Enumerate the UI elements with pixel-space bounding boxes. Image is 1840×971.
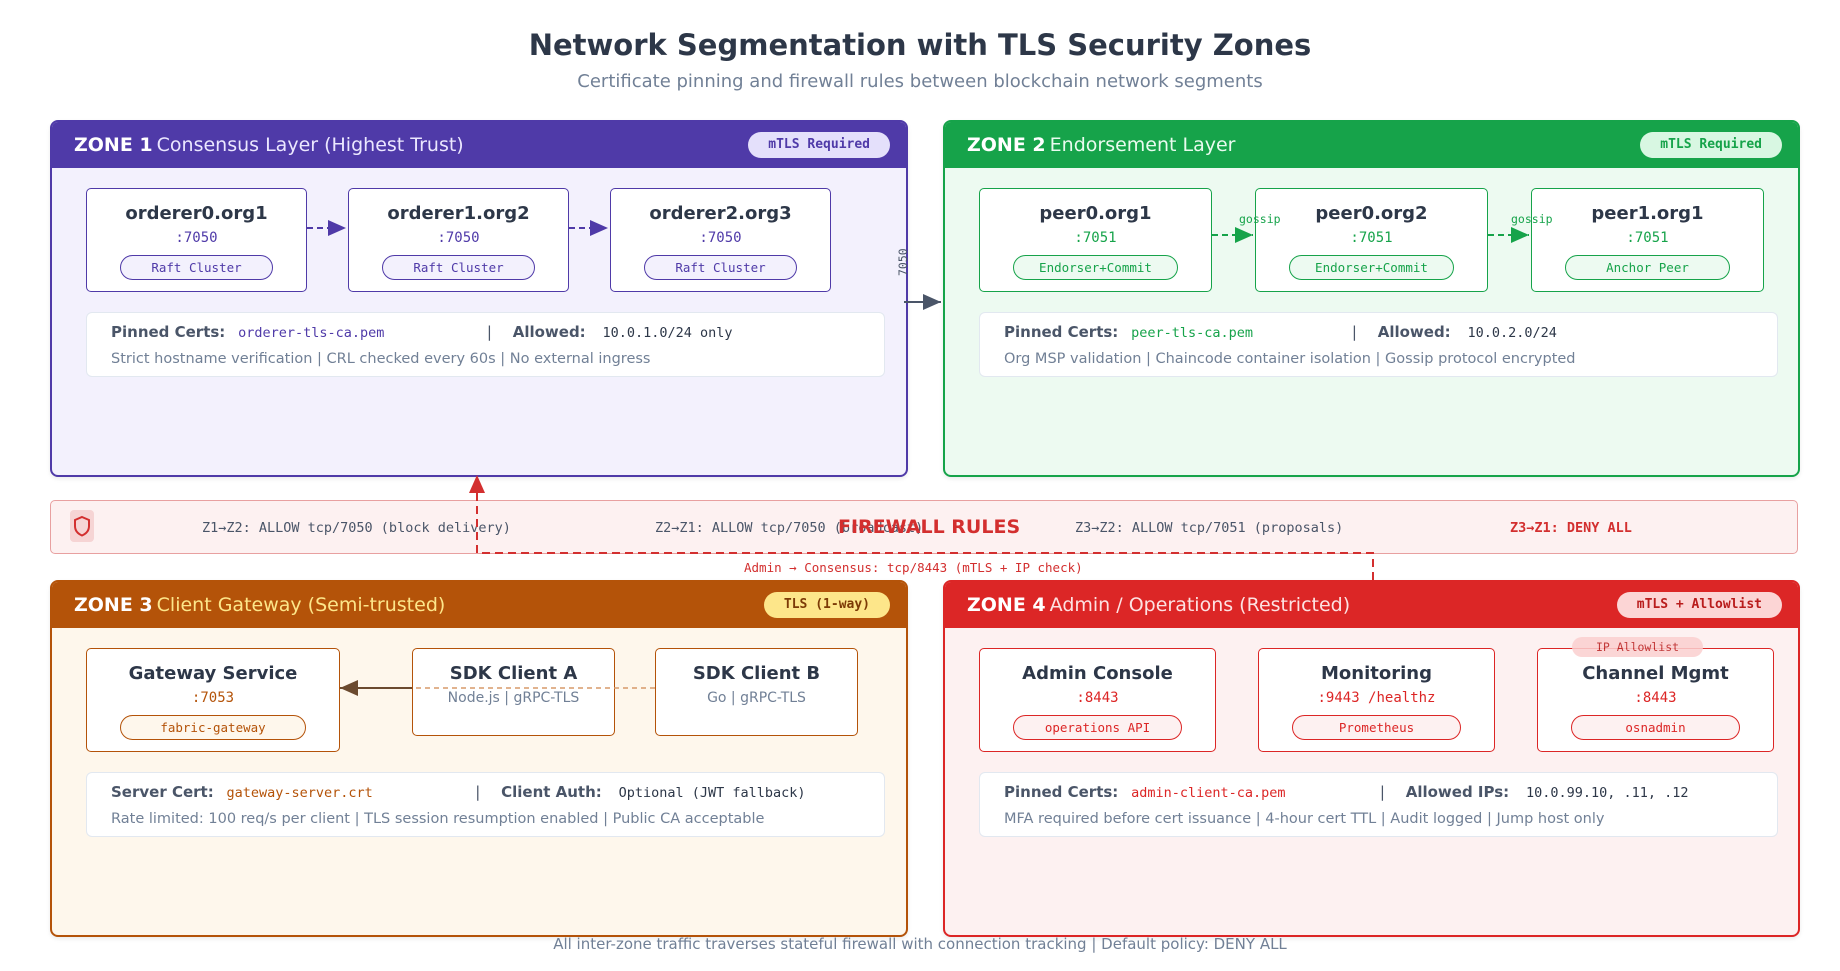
- tag-fabric-gateway: fabric-gateway: [120, 715, 306, 740]
- node-port: :7051: [1626, 230, 1669, 246]
- zone-4-info: Pinned Certs: admin-client-ca.pem | Allo…: [979, 772, 1778, 837]
- zone-4-admin-operations: ZONE 4 Admin / Operations (Restricted) m…: [943, 580, 1800, 937]
- firewall-rule-deny: Z3→Z1: DENY ALL: [1510, 520, 1632, 536]
- zone-1-consensus: ZONE 1 Consensus Layer (Highest Trust) m…: [50, 120, 908, 477]
- zone-4-number: ZONE 4: [967, 594, 1046, 616]
- info-label: Allowed:: [512, 323, 586, 341]
- node-port: :7051: [1074, 230, 1117, 246]
- tag-endorser-commit: Endorser+Commit: [1013, 255, 1178, 280]
- admin-path-label: Admin → Consensus: tcp/8443 (mTLS + IP c…: [744, 560, 1083, 575]
- info-separator: |: [475, 783, 481, 801]
- tag-endorser-commit: Endorser+Commit: [1289, 255, 1454, 280]
- info-note: Rate limited: 100 req/s per client | TLS…: [111, 811, 765, 827]
- node-port: :9443 /healthz: [1317, 690, 1436, 706]
- zone-2-header: ZONE 2 Endorsement Layer mTLS Required: [945, 122, 1798, 168]
- node-port: :7050: [437, 230, 480, 246]
- node-title: orderer2.org3: [649, 203, 792, 224]
- zone-2-number: ZONE 2: [967, 134, 1046, 156]
- shield-icon: [70, 510, 94, 542]
- info-separator: |: [486, 323, 492, 341]
- zone-1-number: ZONE 1: [74, 134, 153, 156]
- node-port: :8443: [1634, 690, 1677, 706]
- info-note: Org MSP validation | Chaincode container…: [1004, 351, 1576, 367]
- zone-3-client-gateway: ZONE 3 Client Gateway (Semi-trusted) TLS…: [50, 580, 908, 937]
- tag-prometheus: Prometheus: [1292, 715, 1461, 740]
- node-title: Admin Console: [1022, 663, 1173, 684]
- footer-note: All inter-zone traffic traverses statefu…: [553, 935, 1287, 953]
- z1-to-z2-port-label: 7050: [896, 248, 910, 276]
- info-label: Server Cert:: [111, 783, 214, 801]
- info-label: Pinned Certs:: [1004, 323, 1119, 341]
- info-value: 10.0.99.10, .11, .12: [1525, 785, 1689, 801]
- info-separator: |: [1351, 323, 1357, 341]
- zone-2-badge: mTLS Required: [1640, 132, 1782, 158]
- tag-raft-cluster: Raft Cluster: [644, 255, 797, 280]
- info-separator: |: [1379, 783, 1385, 801]
- firewall-title: FIREWALL RULES: [838, 516, 1021, 538]
- info-value: admin-client-ca.pem: [1131, 785, 1286, 801]
- node-sdk-client-a[interactable]: SDK Client A Node.js | gRPC-TLS: [412, 648, 615, 736]
- node-title: Gateway Service: [128, 663, 298, 684]
- tag-osnadmin: osnadmin: [1571, 715, 1740, 740]
- gossip-edge-label: gossip: [1239, 212, 1281, 226]
- info-value: 10.0.2.0/24: [1467, 325, 1557, 341]
- ip-allowlist-tag: IP Allowlist: [1572, 637, 1703, 657]
- info-label: Client Auth:: [501, 783, 602, 801]
- zone-3-number: ZONE 3: [74, 594, 153, 616]
- node-port: :7050: [699, 230, 742, 246]
- tag-operations-api: operations API: [1013, 715, 1182, 740]
- firewall-rule: Z1→Z2: ALLOW tcp/7050 (block delivery): [202, 520, 511, 536]
- info-label: Allowed IPs:: [1405, 783, 1510, 801]
- node-sdk-client-b[interactable]: SDK Client B Go | gRPC-TLS: [655, 648, 858, 736]
- zone-1-name: Consensus Layer (Highest Trust): [156, 134, 464, 156]
- node-title: peer0.org1: [1039, 203, 1152, 224]
- info-label: Pinned Certs:: [1004, 783, 1119, 801]
- zone-3-header: ZONE 3 Client Gateway (Semi-trusted) TLS…: [52, 582, 906, 628]
- zone-1-info: Pinned Certs: orderer-tls-ca.pem | Allow…: [86, 312, 885, 377]
- zone-3-name: Client Gateway (Semi-trusted): [156, 594, 446, 616]
- zone-2-info: Pinned Certs: peer-tls-ca.pem | Allowed:…: [979, 312, 1778, 377]
- node-title: Channel Mgmt: [1582, 663, 1729, 684]
- zone-1-badge: mTLS Required: [748, 132, 890, 158]
- node-title: SDK Client B: [692, 663, 821, 684]
- node-subtitle: Go | gRPC-TLS: [707, 690, 806, 706]
- info-label: Allowed:: [1377, 323, 1451, 341]
- zone-2-endorsement: ZONE 2 Endorsement Layer mTLS Required: [943, 120, 1800, 477]
- node-title: orderer1.org2: [387, 203, 530, 224]
- node-title: Monitoring: [1321, 663, 1432, 684]
- zone-4-name: Admin / Operations (Restricted): [1049, 594, 1351, 616]
- zone-2-name: Endorsement Layer: [1049, 134, 1236, 156]
- tag-anchor-peer: Anchor Peer: [1565, 255, 1730, 280]
- node-title: orderer0.org1: [125, 203, 268, 224]
- info-value: 10.0.1.0/24 only: [602, 325, 733, 341]
- zone-4-header: ZONE 4 Admin / Operations (Restricted) m…: [945, 582, 1798, 628]
- info-value: peer-tls-ca.pem: [1131, 325, 1254, 341]
- info-label: Pinned Certs:: [111, 323, 226, 341]
- node-title: peer0.org2: [1315, 203, 1428, 224]
- node-port: :7051: [1350, 230, 1393, 246]
- zone-4-badge: mTLS + Allowlist: [1616, 592, 1782, 618]
- node-subtitle: Node.js | gRPC-TLS: [447, 690, 580, 706]
- zone-3-badge: TLS (1-way): [763, 592, 890, 618]
- node-port: :8443: [1076, 690, 1119, 706]
- info-value: Optional (JWT fallback): [618, 785, 806, 801]
- info-value: orderer-tls-ca.pem: [238, 325, 385, 341]
- tag-raft-cluster: Raft Cluster: [382, 255, 535, 280]
- info-value: gateway-server.crt: [226, 785, 373, 801]
- zone-1-header: ZONE 1 Consensus Layer (Highest Trust) m…: [52, 122, 906, 168]
- node-title: peer1.org1: [1591, 203, 1704, 224]
- tag-raft-cluster: Raft Cluster: [120, 255, 273, 280]
- page-title: Network Segmentation with TLS Security Z…: [528, 28, 1312, 62]
- zone-3-info: Server Cert: gateway-server.crt | Client…: [86, 772, 885, 837]
- info-note: Strict hostname verification | CRL check…: [111, 351, 651, 367]
- firewall-rule: Z3→Z2: ALLOW tcp/7051 (proposals): [1075, 520, 1344, 536]
- node-title: SDK Client A: [449, 663, 578, 684]
- node-port: :7053: [191, 690, 235, 706]
- page-subtitle: Certificate pinning and firewall rules b…: [577, 71, 1263, 92]
- gossip-edge-label: gossip: [1511, 212, 1553, 226]
- node-port: :7050: [175, 230, 218, 246]
- info-note: MFA required before cert issuance | 4-ho…: [1004, 811, 1605, 827]
